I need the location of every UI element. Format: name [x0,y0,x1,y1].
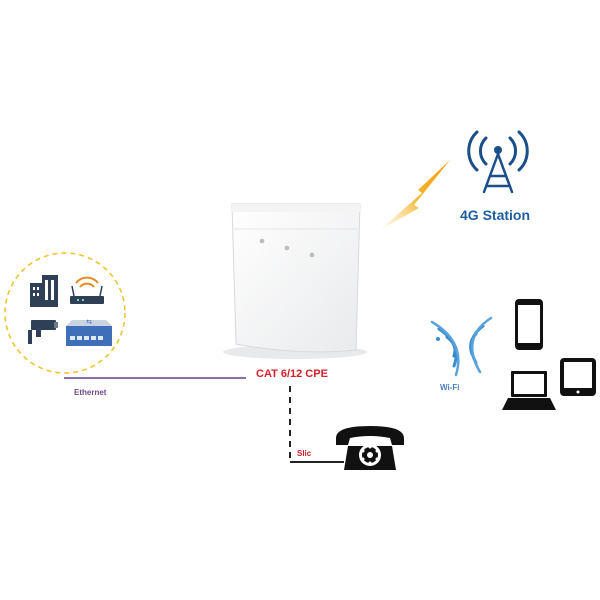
laptop-icon [502,371,556,410]
lightning-icon [380,160,450,230]
building-icon [30,275,58,307]
svg-text:⇆: ⇆ [86,319,92,326]
wifi-signal-icon [430,316,493,377]
wifi-router-icon [70,276,104,304]
station-label: 4G Station [460,207,531,223]
telephone-icon [336,426,404,470]
tower-icon [467,130,529,194]
smartphone-icon [515,299,543,350]
router-cpe-icon [223,203,367,359]
tablet-icon [560,358,596,396]
lan-devices-circle [4,252,126,374]
network-switch-icon: ⇆ [66,319,112,346]
wifi-label: Wi-Fi [440,383,460,392]
cpe-label: CAT 6/12 CPE [256,368,328,380]
ethernet-label: Ethernet [74,388,107,397]
slic-label: Slic [297,449,312,458]
cctv-camera-icon [28,320,58,344]
